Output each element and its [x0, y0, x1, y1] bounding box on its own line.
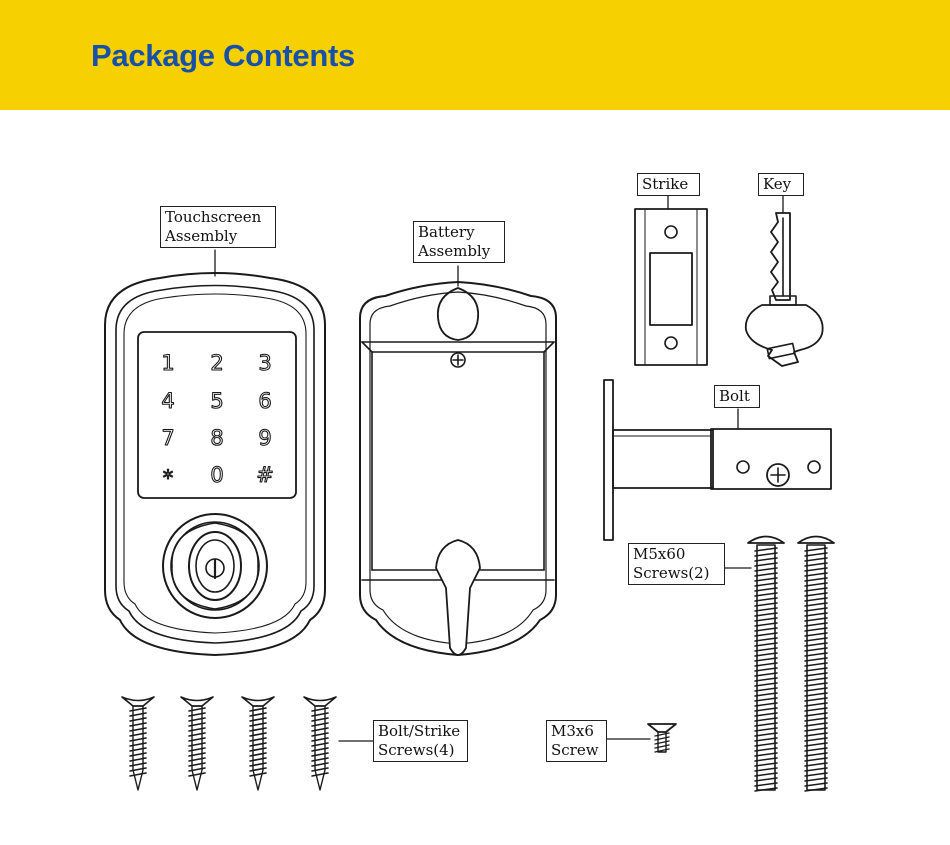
screw-thread — [249, 707, 267, 777]
screw-shank — [132, 705, 144, 791]
label-line: Touchscreen — [165, 208, 262, 226]
key-7: 7 — [161, 426, 174, 450]
screw-shank — [806, 544, 826, 791]
key-6: 6 — [258, 389, 271, 413]
bolt-strike-screws — [121, 696, 337, 791]
screw-head — [180, 696, 214, 707]
label-line: M3x6 — [551, 722, 594, 740]
label-touchscreen-assembly: Touchscreen Assembly — [160, 206, 276, 248]
page-title: Package Contents — [91, 38, 355, 73]
key-0: 0 — [210, 463, 223, 487]
label-line: Battery — [418, 223, 475, 241]
label-line: Screws(2) — [633, 564, 710, 582]
label-battery-assembly: Battery Assembly — [413, 221, 505, 263]
header-banner — [0, 0, 950, 110]
screw-thread — [654, 731, 670, 753]
deadbolt-knob — [162, 513, 268, 619]
screw-shank — [191, 705, 203, 791]
m3x6-screw — [647, 723, 677, 753]
strike-plate — [634, 208, 708, 366]
screw-thread — [311, 707, 329, 777]
screw-shank — [252, 705, 264, 791]
label-line: Screw — [551, 741, 599, 759]
battery-assembly — [359, 281, 557, 656]
touchscreen-assembly: 1 2 3 4 5 6 7 8 9 * 0 # — [104, 272, 326, 656]
screw-thread — [129, 707, 147, 777]
screw-shank — [756, 544, 776, 791]
key-3: 3 — [258, 351, 271, 375]
label-line: Assembly — [418, 242, 491, 260]
keypad-buttons: 1 2 3 4 5 6 7 8 9 * 0 # — [161, 350, 275, 490]
key-1: 1 — [161, 351, 174, 375]
label-bolt-strike-screws: Bolt/Strike Screws(4) — [373, 720, 468, 762]
key-2: 2 — [210, 351, 223, 375]
latch-bolt — [603, 379, 832, 541]
screw-thread — [188, 707, 206, 777]
label-line: Assembly — [165, 227, 238, 245]
label-line: M5x60 — [633, 545, 686, 563]
key-9: 9 — [258, 426, 271, 450]
key-8: 8 — [210, 426, 223, 450]
screw-shank — [314, 705, 326, 791]
key-star: * — [163, 466, 174, 490]
label-line: Bolt — [719, 387, 750, 405]
label-line: Strike — [642, 175, 689, 193]
m5x60-screws — [747, 535, 835, 792]
key-hash: # — [256, 463, 274, 487]
label-strike: Strike — [637, 173, 700, 196]
screw-head — [303, 696, 337, 707]
label-key: Key — [758, 173, 804, 196]
label-line: Bolt/Strike — [378, 722, 461, 740]
screw-thread — [804, 547, 828, 792]
key-4: 4 — [161, 389, 174, 413]
label-m3x6-screw: M3x6 Screw — [546, 720, 607, 762]
screw-head — [241, 696, 275, 707]
label-m5x60-screws: M5x60 Screws(2) — [628, 543, 725, 585]
key-5: 5 — [210, 389, 223, 413]
screw-head — [121, 696, 155, 707]
label-bolt: Bolt — [714, 385, 760, 408]
label-line: Screws(4) — [378, 741, 455, 759]
key — [744, 212, 824, 367]
screw-thread — [754, 547, 778, 792]
label-line: Key — [763, 175, 792, 193]
leader-lines — [214, 195, 784, 742]
